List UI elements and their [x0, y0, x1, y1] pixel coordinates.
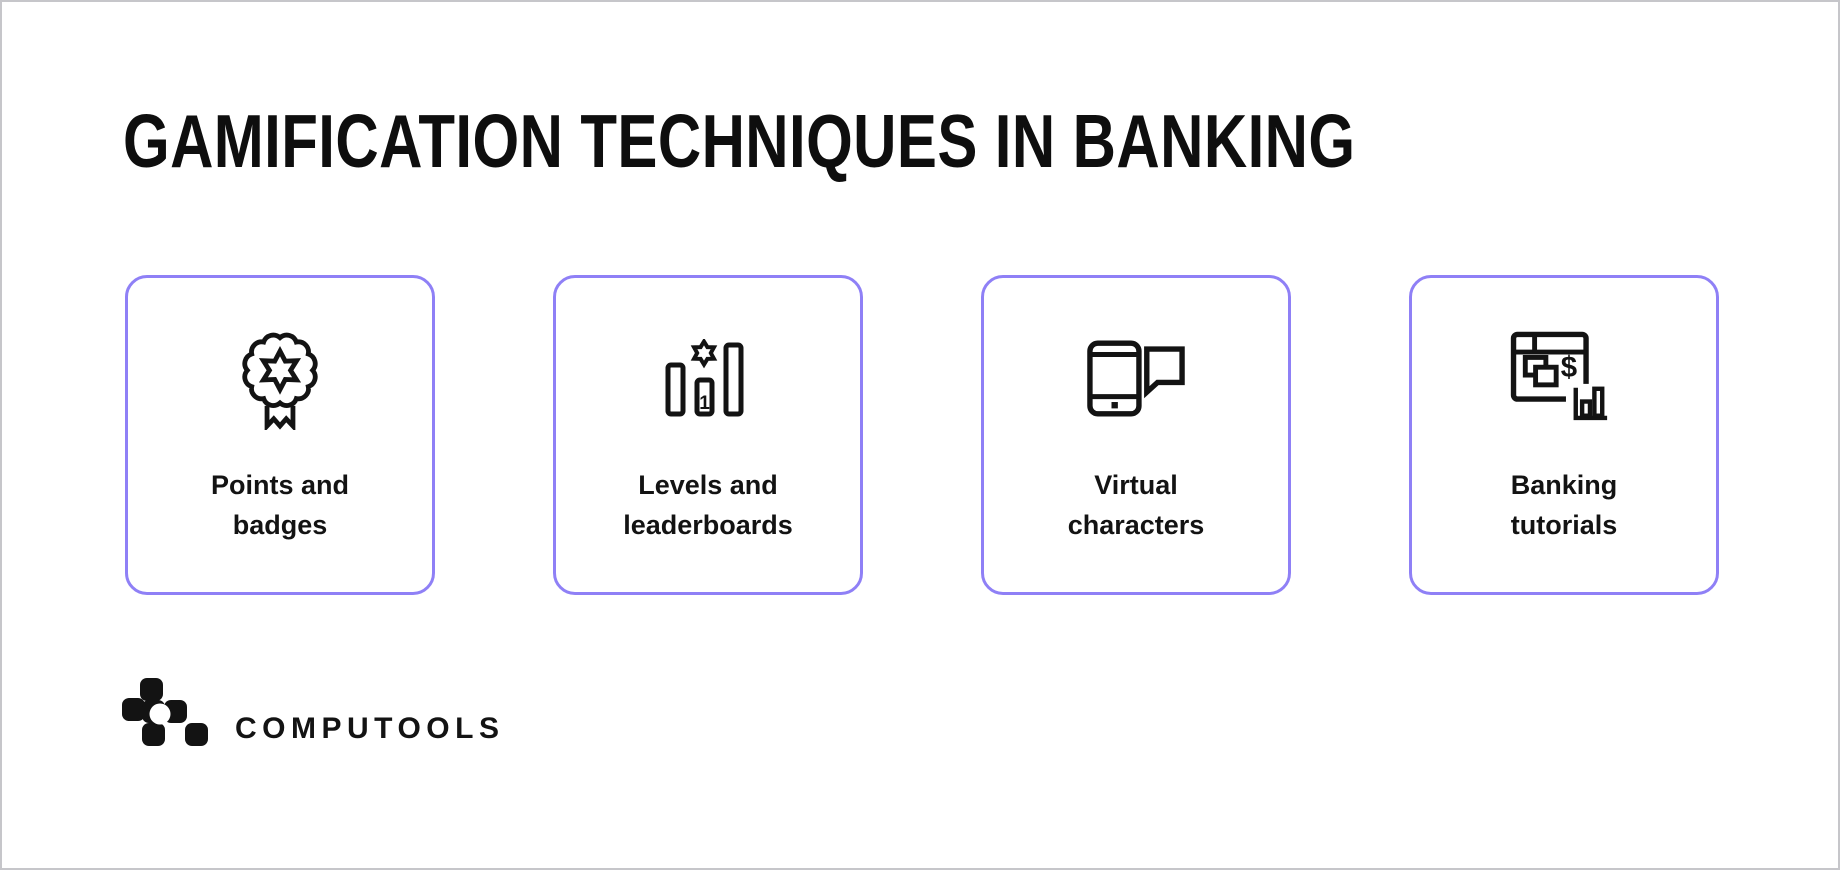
card-points-and-badges: Points and badges: [125, 275, 435, 595]
rank-number-label: 1: [699, 393, 710, 414]
card-label-line: characters: [1067, 510, 1205, 540]
card-label: Points and badges: [211, 465, 349, 545]
tutorial-window-icon: $: [1509, 325, 1619, 431]
card-virtual-characters: Virtual characters: [981, 275, 1291, 595]
award-badge-icon: [232, 325, 328, 431]
card-banking-tutorials: $ Banking tutorials: [1409, 275, 1719, 595]
leaderboard-bars-icon: 1: [665, 325, 751, 431]
card-levels-and-leaderboards: 1 Levels and leaderboards: [553, 275, 863, 595]
card-label: Virtual characters: [1068, 465, 1205, 545]
card-label: Banking tutorials: [1511, 465, 1618, 545]
brand-footer: COMPUTOOLS: [122, 678, 504, 746]
card-label-line: Levels and: [638, 470, 778, 500]
card-label-line: Points and: [210, 470, 349, 500]
card-label: Levels and leaderboards: [623, 465, 793, 545]
card-label-line: Banking: [1510, 470, 1618, 500]
card-label-line: leaderboards: [623, 510, 793, 540]
card-label-line: badges: [232, 510, 328, 540]
card-label-line: tutorials: [1510, 510, 1618, 540]
computools-logo-icon: [122, 678, 208, 746]
cards-row: Points and badges 1 Levels and leaderboa…: [125, 275, 1719, 595]
card-label-line: Virtual: [1094, 470, 1178, 500]
dollar-sign-glyph: $: [1561, 351, 1577, 384]
phone-chat-icon: [1087, 325, 1185, 431]
brand-name: COMPUTOOLS: [235, 712, 505, 745]
page-title: GAMIFICATION TECHNIQUES IN BANKING: [123, 99, 1356, 183]
